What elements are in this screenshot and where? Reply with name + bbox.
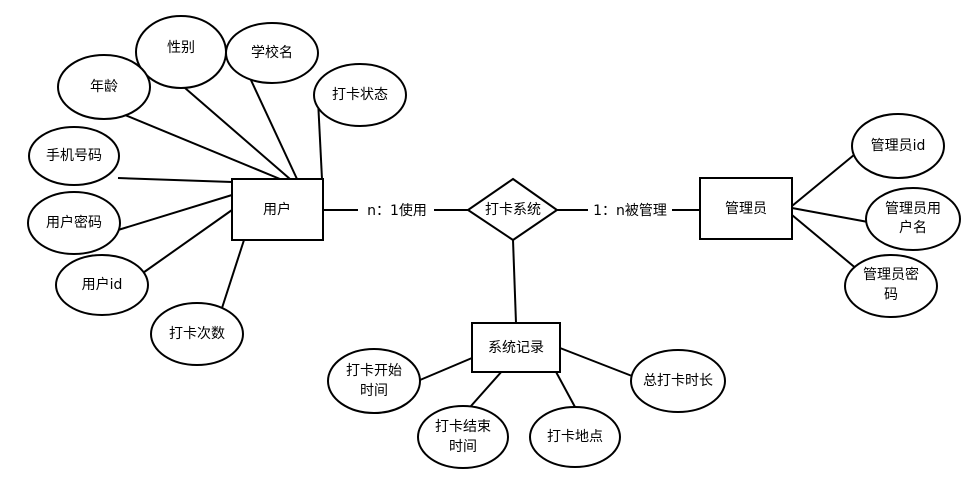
line-punch-count [221,239,245,309]
svg-text:打卡状态: 打卡状态 [332,86,388,103]
line-total-duration [559,347,633,377]
svg-text:码: 码 [884,287,898,303]
svg-text:时间: 时间 [360,383,388,399]
svg-text:管理员用: 管理员用 [885,201,941,217]
line-phone [117,177,233,183]
svg-text:打卡次数: 打卡次数 [169,325,225,342]
attr-password[interactable]: 用户密码 [27,191,121,255]
attr-total-duration[interactable]: 总打卡时长 [630,349,726,413]
svg-text:年龄: 年龄 [90,79,118,95]
attr-start-time[interactable]: 打卡开始 时间 [327,348,421,414]
svg-text:打卡地点: 打卡地点 [547,428,603,445]
line-admin-username [791,207,869,223]
line-system-record [512,239,517,324]
entity-record[interactable]: 系统记录 [471,322,561,373]
line-user-id [139,209,233,276]
relationship-system[interactable]: 打卡系统 [466,177,559,242]
attr-end-time[interactable]: 打卡结束 时间 [417,405,509,469]
svg-text:系统记录: 系统记录 [488,340,544,356]
svg-text:打卡开始: 打卡开始 [346,362,402,379]
attr-user-id[interactable]: 用户id [55,254,149,316]
svg-text:总打卡时长: 总打卡时长 [643,372,713,389]
line-password [117,194,233,231]
attr-gender[interactable]: 性别 [135,15,227,89]
line-gender [184,87,291,180]
line-punch-status [317,99,323,180]
line-location [554,369,576,408]
line-school [249,77,298,180]
svg-text:打卡系统: 打卡系统 [485,201,541,218]
svg-text:1：n被管理: 1：n被管理 [593,203,667,219]
attr-admin-username[interactable]: 管理员用 户名 [865,187,961,251]
connector-lines [117,77,869,416]
attr-location[interactable]: 打卡地点 [529,406,621,468]
svg-text:打卡结束: 打卡结束 [435,418,491,435]
svg-text:管理员密: 管理员密 [863,266,919,283]
svg-text:时间: 时间 [449,439,477,455]
svg-text:管理员id: 管理员id [871,138,926,154]
svg-text:手机号码: 手机号码 [46,148,102,164]
edge-label-user-system: n：1使用 [358,200,434,220]
edge-label-system-admin: 1：n被管理 [588,200,672,220]
svg-text:用户: 用户 [263,201,291,218]
svg-text:性别: 性别 [167,40,195,56]
svg-text:用户id: 用户id [82,276,123,293]
line-admin-password [791,214,859,271]
attr-admin-password[interactable]: 管理员密 码 [844,254,938,318]
entity-user[interactable]: 用户 [231,178,324,241]
attr-school[interactable]: 学校名 [225,22,319,84]
svg-text:n：1使用: n：1使用 [367,202,427,219]
attr-age[interactable]: 年龄 [57,54,151,120]
svg-text:管理员: 管理员 [725,201,767,217]
attr-punch-count[interactable]: 打卡次数 [150,302,244,366]
attr-admin-id[interactable]: 管理员id [851,113,945,179]
svg-text:用户密码: 用户密码 [46,214,102,231]
svg-text:学校名: 学校名 [251,44,293,61]
attr-phone[interactable]: 手机号码 [28,126,120,186]
entity-admin[interactable]: 管理员 [699,177,793,240]
line-start-time [419,357,473,381]
line-age [124,114,281,180]
svg-text:户名: 户名 [899,219,927,236]
attr-punch-status[interactable]: 打卡状态 [313,63,407,127]
line-admin-id [791,149,861,207]
